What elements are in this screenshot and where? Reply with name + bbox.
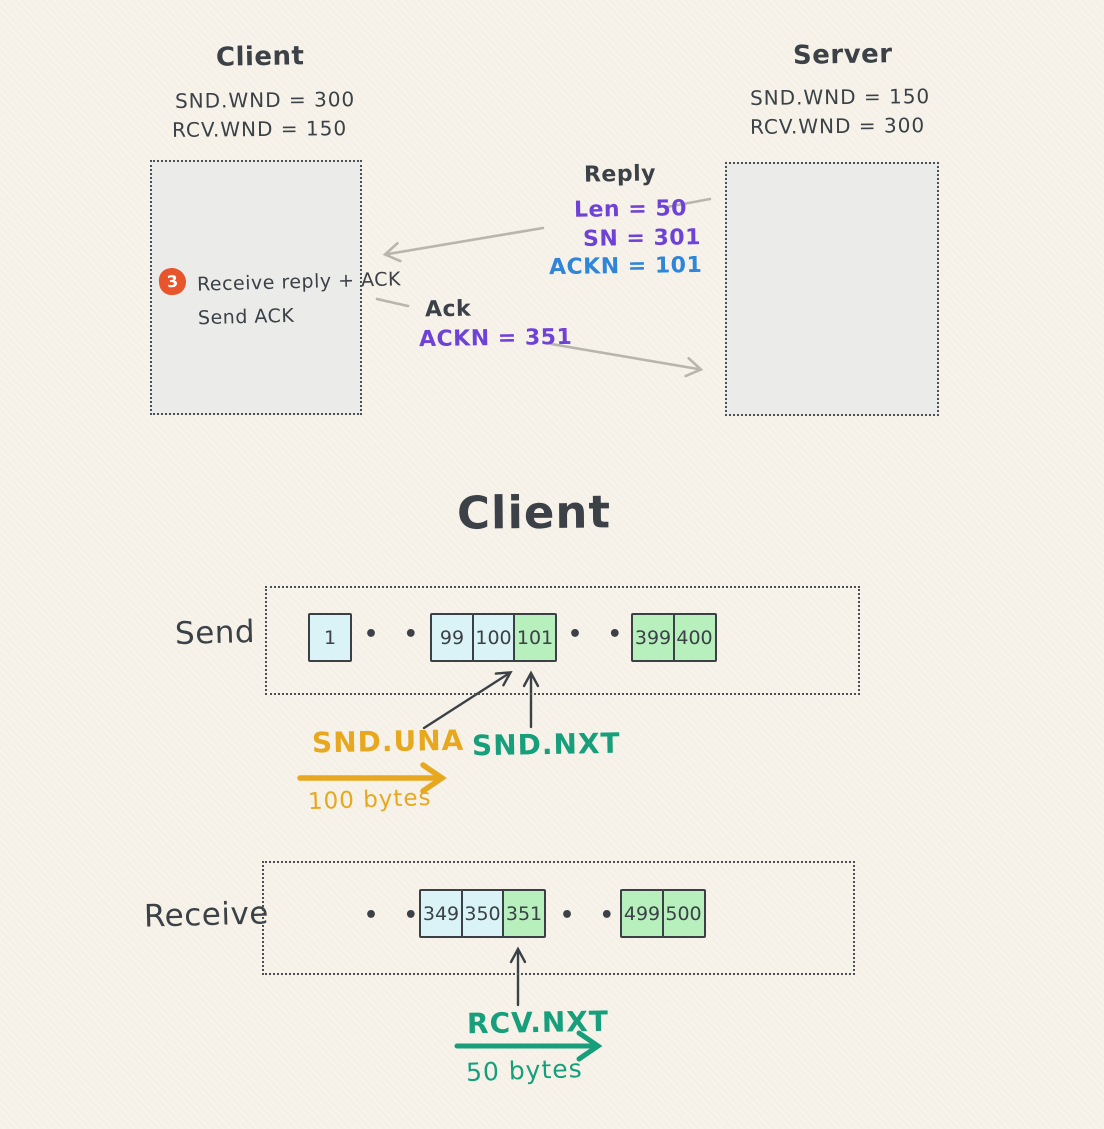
rcv-nxt-label: RCV.NXT <box>466 1004 610 1041</box>
send-cell-101: 101 <box>513 613 557 662</box>
client-snd-wnd: SND.WND = 300 <box>174 87 356 113</box>
receive-cell-351: 351 <box>502 889 546 938</box>
step-3-note-line2: Send ACK <box>197 304 295 330</box>
send-cell-1: 1 <box>308 613 352 662</box>
send-buffer-label: Send <box>174 613 256 653</box>
reply-arrow <box>382 197 712 263</box>
server-rcv-wnd: RCV.WND = 300 <box>749 113 926 139</box>
receive-buffer-box <box>262 861 855 975</box>
receive-cell-500: 500 <box>661 889 706 938</box>
snd-una-label: SND.UNA <box>311 723 465 760</box>
receive-cell-499: 499 <box>620 889 664 938</box>
receive-cellgroup-window-edge: 349 350 351 <box>419 889 546 938</box>
server-host-title: Server <box>792 39 893 71</box>
receive-buffer-label: Receive <box>143 895 270 935</box>
client-rcv-wnd: RCV.WND = 150 <box>171 116 348 142</box>
ack-arrow <box>375 297 704 378</box>
snd-nxt-label: SND.NXT <box>471 726 621 763</box>
send-buffer-box <box>265 586 860 695</box>
reply-label: Reply <box>583 161 657 188</box>
reply-ackn: ACKN = 101 <box>548 252 703 281</box>
receive-cellgroup-end: 499 500 <box>620 889 706 938</box>
client-host-title: Client <box>215 41 305 73</box>
send-cellgroup-window-edge: 99 100 101 <box>430 613 557 662</box>
server-timeline-panel <box>725 162 939 416</box>
snd-una-bytes-note: 100 bytes <box>307 784 432 816</box>
reply-len: Len = 50 <box>573 196 688 223</box>
send-cell-100: 100 <box>471 613 516 662</box>
client-timeline-panel <box>150 160 362 415</box>
ack-label: Ack <box>424 296 472 323</box>
send-cellgroup-start: 1 <box>308 613 352 662</box>
receive-cell-350: 350 <box>460 889 505 938</box>
reply-sn: SN = 301 <box>582 225 702 252</box>
ack-ackn: ACKN = 351 <box>418 324 573 353</box>
snd-una-pointer-arrow <box>422 671 513 730</box>
send-cellgroup-end: 399 400 <box>631 613 717 662</box>
send-cell-400: 400 <box>672 613 717 662</box>
rcv-nxt-bytes-note: 50 bytes <box>465 1053 584 1088</box>
receive-cell-349: 349 <box>419 889 463 938</box>
client-section-title: Client <box>456 485 612 540</box>
server-snd-wnd: SND.WND = 150 <box>749 84 931 110</box>
send-cell-99: 99 <box>430 613 474 662</box>
send-cell-399: 399 <box>631 613 675 662</box>
